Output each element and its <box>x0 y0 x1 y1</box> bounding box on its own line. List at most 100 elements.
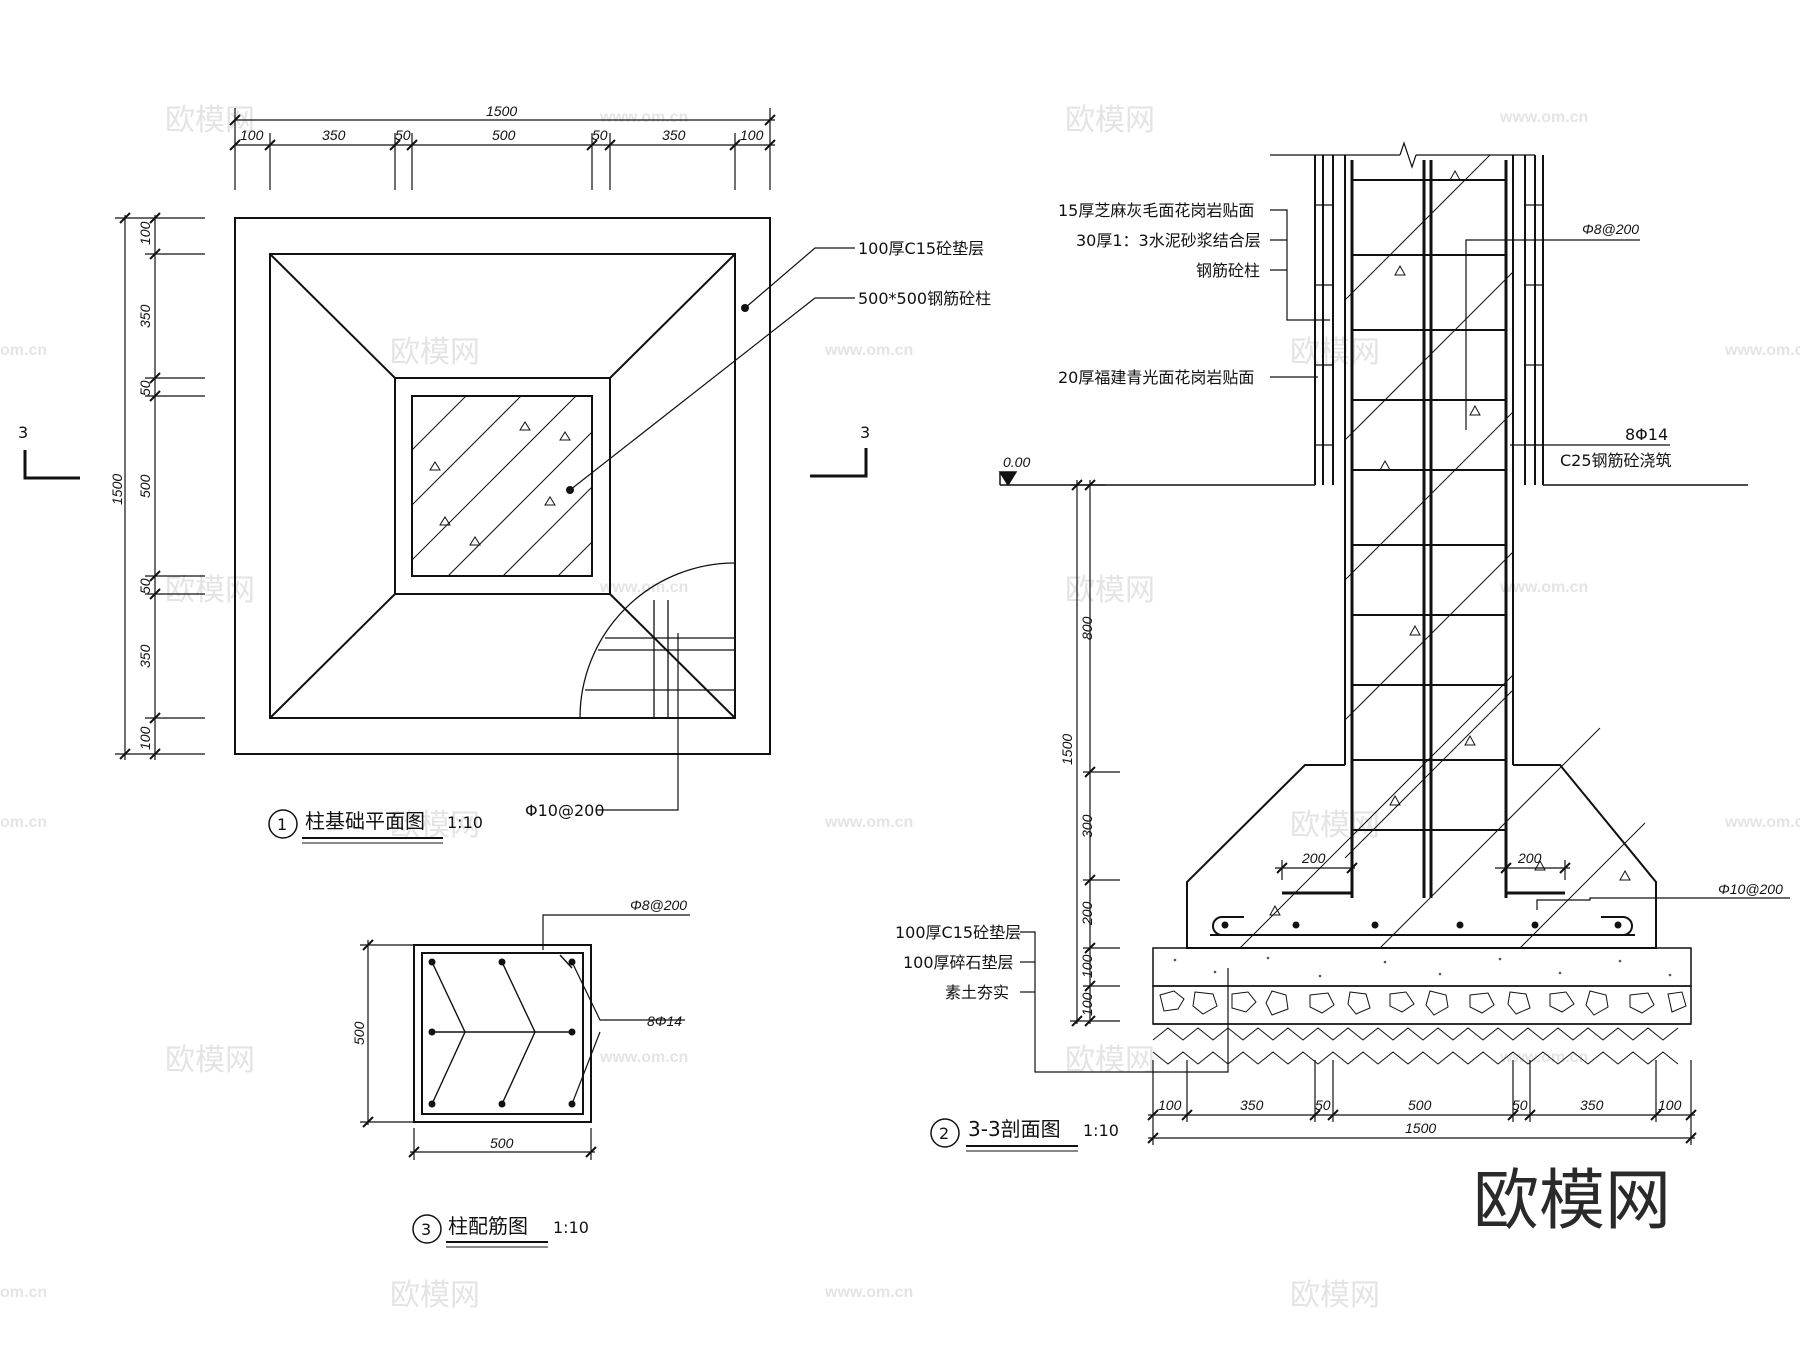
section-cladding-joints <box>1315 204 1543 446</box>
dim-plan-left-2: 350 <box>137 304 153 328</box>
section-label-main-bars: 8Φ14 <box>1625 425 1668 444</box>
rebar-dim-height: 500 <box>351 1021 367 1045</box>
dim-plan-top-1: 100 <box>240 127 264 143</box>
dim-plan-left-3: 50 <box>137 380 153 396</box>
rebar-title-circle <box>412 1214 442 1244</box>
rebar-ties <box>431 954 573 1105</box>
section-bdim-3: 50 <box>1315 1097 1331 1113</box>
watermark-url: www.om.cn <box>599 579 688 596</box>
section-label-bottom-mat: Φ10@200 <box>1718 881 1783 897</box>
section-column <box>1270 141 1544 765</box>
section-right-leaders <box>1465 239 1790 910</box>
dim-plan-top-2: 350 <box>322 127 346 143</box>
plan-title-scale: 1:10 <box>447 813 483 832</box>
watermark-url: om.cn <box>0 1284 47 1301</box>
section-label-column: 钢筋砼柱 <box>1196 261 1260 280</box>
section-marker-left <box>23 450 80 480</box>
section-left-leaders <box>1270 209 1330 378</box>
plan-view: 1500 100 350 50 500 50 350 100 1500 100 … <box>18 103 991 844</box>
watermark-url: om.cn <box>0 814 47 831</box>
section-inner-dim-left: 200 <box>1301 850 1326 866</box>
plan-title-circle <box>268 809 298 839</box>
section-title-scale: 1:10 <box>1083 1121 1119 1140</box>
watermark-url: www.om.cn <box>1724 814 1800 831</box>
section-vdim-1500: 1500 <box>1059 734 1075 765</box>
watermark-url: www.om.cn <box>824 814 913 831</box>
section-vertical-dims <box>1070 479 1120 1027</box>
rebar-label-stirrup: Φ8@200 <box>630 897 687 913</box>
section-column-hatch <box>1239 154 1646 949</box>
watermark-url: www.om.cn <box>599 1049 688 1066</box>
rebar-dim-width: 500 <box>490 1135 514 1151</box>
plan-title-number: 1 <box>277 815 287 834</box>
section-bdim-7: 100 <box>1658 1097 1682 1113</box>
brand-logo: 欧模网 <box>1473 1162 1671 1239</box>
plan-column-hatch <box>411 395 593 577</box>
watermark-logo: 欧模网 <box>165 573 255 608</box>
watermark-logo: 欧模网 <box>1290 808 1380 843</box>
section-bdim-2: 350 <box>1240 1097 1264 1113</box>
section-title-circle <box>930 1118 960 1148</box>
rebar-section-outline <box>413 944 592 1123</box>
dim-plan-top-7: 100 <box>740 127 764 143</box>
rebar-title-scale: 1:10 <box>553 1218 589 1237</box>
section-soil-pattern <box>1152 1027 1679 1065</box>
watermark-url: www.om.cn <box>1499 1049 1588 1066</box>
section-label-c25: C25钢筋砼浇筑 <box>1560 451 1672 470</box>
plan-label-column: 500*500钢筋砼柱 <box>858 289 991 308</box>
dim-plan-top-6: 350 <box>662 127 686 143</box>
section-bottom-dims <box>1147 1060 1697 1145</box>
section-vdim-100b: 100 <box>1079 992 1095 1016</box>
rebar-title-number: 3 <box>421 1220 431 1239</box>
rebar-bars <box>428 958 576 1108</box>
rebar-detail: Φ8@200 8Φ14 500 500 3 柱配筋图 1:10 <box>351 897 690 1248</box>
watermark-url: www.om.cn <box>1499 109 1588 126</box>
section-label-mortar: 30厚1：3水泥砂浆结合层 <box>1076 231 1261 250</box>
section-bdim-5: 50 <box>1512 1097 1528 1113</box>
plan-leader-dot <box>566 486 574 494</box>
plan-top-dimensions <box>229 108 776 190</box>
section-marker-right <box>810 448 868 478</box>
section-bdim-total: 1500 <box>1405 1120 1436 1136</box>
watermark-url: www.om.cn <box>1724 342 1800 359</box>
section-ground-line <box>998 471 1748 487</box>
watermark-url: www.om.cn <box>824 1284 913 1301</box>
watermark-url: www.om.cn <box>824 342 913 359</box>
plan-title: 柱基础平面图 <box>305 809 425 833</box>
plan-footing-outline <box>234 217 771 755</box>
watermark-layer: 欧模网 www.om.cn 欧模网 www.om.cn om.cn 欧模网 ww… <box>0 103 1800 1313</box>
section-inner-dims <box>1275 860 1571 880</box>
plan-leader-dot <box>741 304 749 312</box>
section-vdim-200: 200 <box>1079 901 1095 926</box>
rebar-dimensions <box>360 939 597 1160</box>
section-vdim-300: 300 <box>1079 814 1095 838</box>
watermark-logo: 欧模网 <box>390 335 480 370</box>
watermark-logo: 欧模网 <box>1290 1278 1380 1313</box>
watermark-logo: 欧模网 <box>165 1043 255 1078</box>
section-bdim-6: 350 <box>1580 1097 1604 1113</box>
section-vdim-800: 800 <box>1079 616 1095 640</box>
section-title-number: 2 <box>939 1124 949 1143</box>
section-mat-bar-dots <box>1221 921 1622 929</box>
section-inner-dim-right: 200 <box>1517 850 1542 866</box>
section-label-soil: 素土夯实 <box>945 983 1009 1002</box>
dim-plan-total-left: 1500 <box>109 474 125 505</box>
section-view: 0.00 200 200 <box>895 141 1790 1152</box>
watermark-url: www.om.cn <box>1499 579 1588 596</box>
watermark-url: om.cn <box>0 342 47 359</box>
section-footing <box>1186 764 1657 949</box>
section-label-granite-15: 15厚芝麻灰毛面花岗岩贴面 <box>1058 201 1254 220</box>
section-bedding <box>1152 947 1692 1025</box>
watermark-logo: 欧模网 <box>1290 335 1380 370</box>
section-marker-right-label: 3 <box>860 423 870 442</box>
dim-plan-left-1: 100 <box>137 221 153 245</box>
watermark-url: www.om.cn <box>599 109 688 126</box>
section-main-bars <box>1282 160 1565 898</box>
rebar-leaders <box>542 914 690 1105</box>
section-bdim-4: 500 <box>1408 1097 1432 1113</box>
section-level-label: 0.00 <box>1003 454 1030 470</box>
plan-label-rebar-10: Φ10@200 <box>525 801 605 820</box>
section-gravel-pattern <box>1159 990 1687 1016</box>
section-label-granite-20: 20厚福建青光面花岗岩贴面 <box>1058 368 1254 387</box>
